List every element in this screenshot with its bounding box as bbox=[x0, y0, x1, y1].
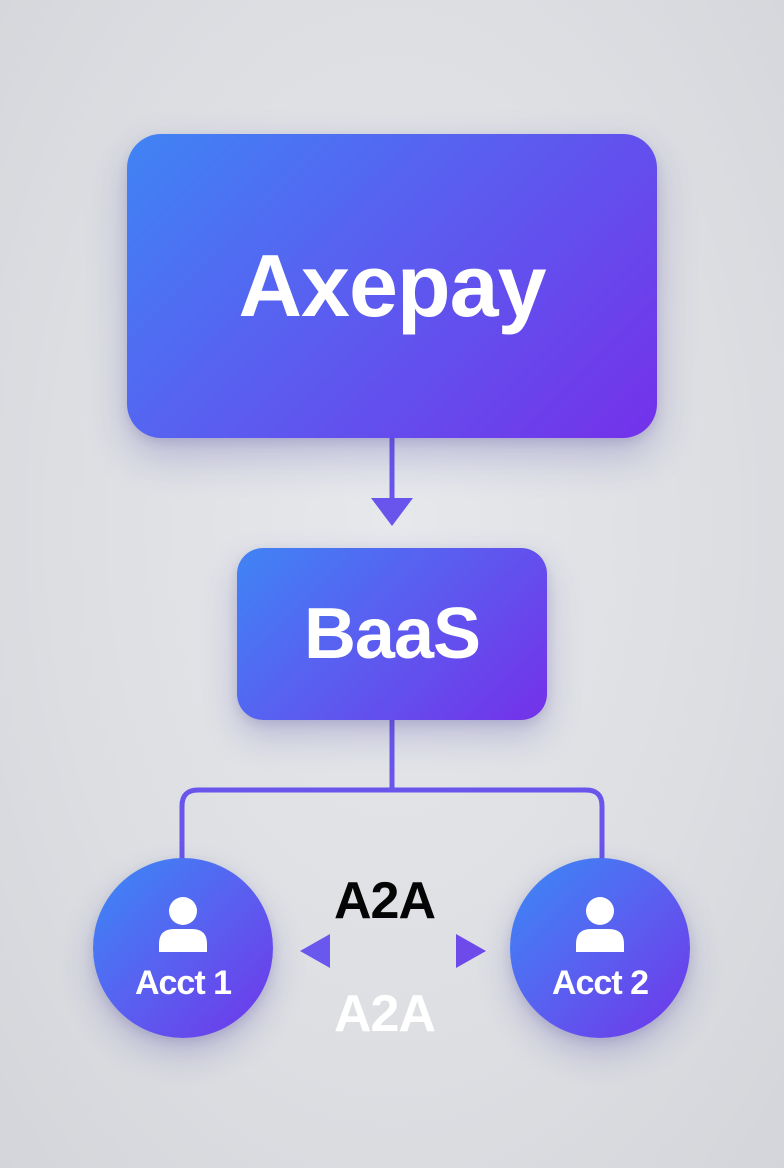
transfer-label-top: A2A bbox=[334, 872, 436, 930]
account-2-node: Acct 2 bbox=[510, 858, 690, 1038]
account-1-label: Acct 1 bbox=[134, 964, 232, 1002]
arrowhead-right-icon bbox=[456, 934, 486, 968]
transfer-label-bottom: A2A bbox=[334, 985, 436, 1043]
arrowhead-down-icon bbox=[371, 498, 413, 526]
account-2-label: Acct 2 bbox=[551, 964, 649, 1002]
account-1-node: Acct 1 bbox=[93, 858, 273, 1038]
axepay-label: Axepay bbox=[238, 236, 546, 335]
user-icon bbox=[159, 897, 207, 952]
baas-label: BaaS bbox=[303, 594, 481, 674]
axepay-node: Axepay bbox=[127, 134, 657, 438]
baas-node: BaaS bbox=[237, 548, 547, 720]
user-icon bbox=[576, 897, 624, 952]
connector-branch bbox=[179, 787, 605, 862]
arrowhead-left-icon bbox=[300, 934, 330, 968]
